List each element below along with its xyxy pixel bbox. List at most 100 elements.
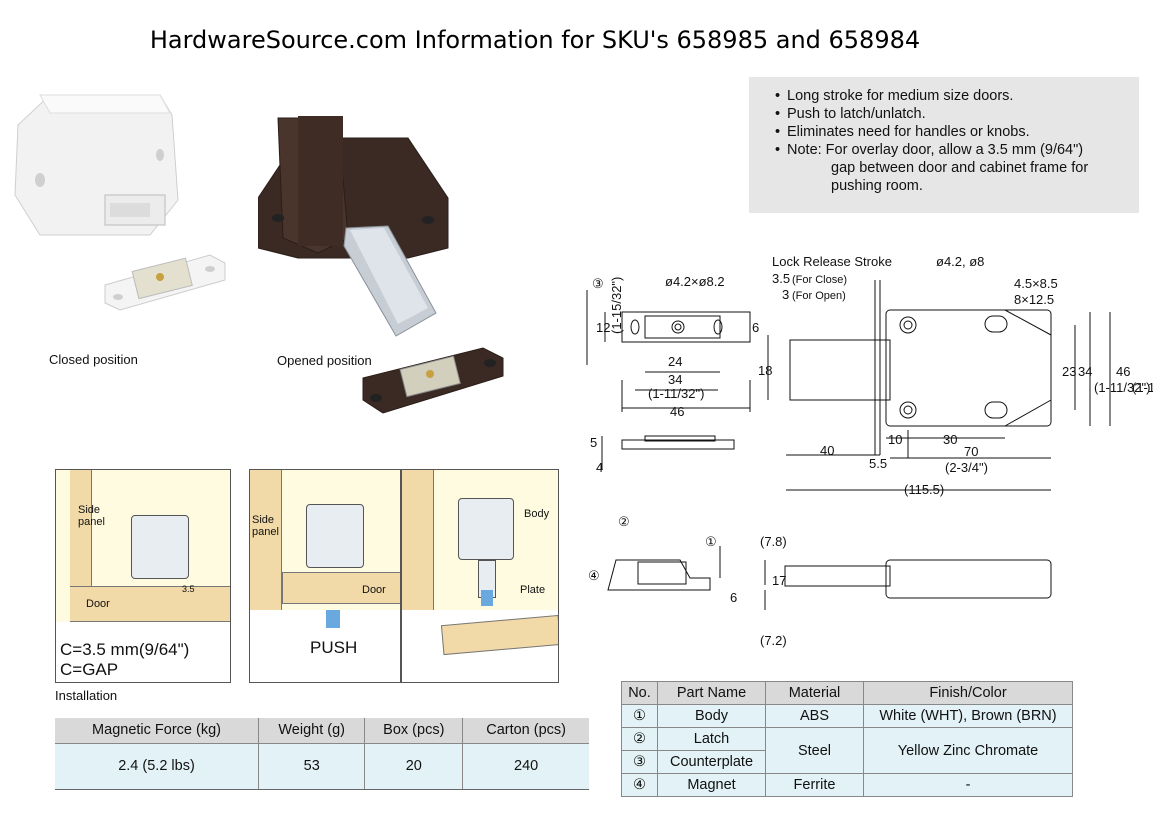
hole-label: ø4.2, ø8: [936, 254, 984, 269]
parts-header: No.: [621, 681, 658, 705]
open-label: (For Open): [792, 290, 846, 302]
dimension-labels: Lock Release Stroke 3.5 (For Close) 3 (F…: [588, 254, 1153, 648]
dim-17: 17: [772, 573, 786, 588]
parts-cell: Magnet: [657, 773, 766, 797]
dimension-drawing: Lock Release Stroke 3.5 (For Close) 3 (F…: [586, 254, 1153, 648]
dim-10: 10: [888, 432, 902, 447]
installation-panel-3: Body Plate: [401, 469, 559, 683]
gap-definition-text: C=GAP: [60, 660, 119, 679]
table-row: ③ Counterplate: [621, 750, 1073, 774]
dim-70: 70: [964, 444, 978, 459]
dim-5: 5: [590, 435, 597, 450]
spec-cell: 240: [462, 743, 589, 790]
push-label: PUSH: [310, 638, 358, 657]
plate-hole-label: ø4.2×ø8.2: [665, 274, 725, 289]
close-label: (For Close): [792, 274, 847, 286]
parts-header: Finish/Color: [863, 681, 1073, 705]
parts-cell: Steel: [765, 727, 864, 774]
opened-position-caption: Opened position: [277, 353, 372, 368]
side-panel-label: Side panel: [78, 504, 105, 528]
table-row: ① Body ABS White (WHT), Brown (BRN): [621, 704, 1073, 728]
parts-header-row: No. Part Name Material Finish/Color: [621, 681, 1073, 705]
dim-24: 24: [668, 354, 682, 369]
dim-7-2: (7.2): [760, 633, 787, 648]
gap-label: 3.5: [182, 584, 195, 594]
dim-46: 46: [670, 404, 684, 419]
spec-cell: 2.4 (5.2 lbs): [55, 743, 260, 790]
parts-cell: Yellow Zinc Chromate: [863, 727, 1073, 774]
dim-115-5: (115.5): [904, 482, 944, 497]
dim-7-8: (7.8): [760, 534, 787, 549]
installation-diagram: Side panel Door 3.5 Side panel Door Body…: [55, 469, 559, 683]
door-label-2: Door: [362, 584, 386, 596]
side-panel-label-2: Side panel: [252, 514, 279, 538]
parts-cell: Latch: [657, 727, 766, 751]
closed-position-caption: Closed position: [49, 352, 138, 367]
dim-5-5: 5.5: [869, 456, 887, 471]
dim-18: 18: [758, 363, 772, 378]
open-value: 3: [782, 287, 789, 302]
dim-1-11-32-right: (1-11/32"): [1094, 380, 1150, 395]
table-row: ④ Magnet Ferrite -: [621, 773, 1073, 797]
parts-cell: Ferrite: [765, 773, 864, 797]
parts-cell: Body: [657, 704, 766, 728]
installation-caption: Installation: [55, 688, 118, 703]
spec-table: Magnetic Force (kg) Weight (g) Box (pcs)…: [55, 718, 589, 790]
callout-1: ①: [705, 534, 717, 549]
table-row: ② Latch Steel Yellow Zinc Chromate: [621, 727, 1073, 774]
page-title: HardwareSource.com Information for SKU's…: [149, 26, 921, 54]
dim-6-side: 6: [730, 590, 737, 605]
dim-23: 23: [1062, 364, 1076, 379]
parts-cell: ②: [621, 727, 658, 751]
dim-46-right: 46: [1116, 364, 1130, 379]
closed-latch-photo: [14, 94, 226, 311]
parts-cell: -: [863, 773, 1073, 797]
parts-cell: Counterplate: [657, 750, 766, 774]
spec-cell: 20: [364, 743, 464, 790]
feature-item: •Note: For overlay door, allow a 3.5 mm …: [775, 142, 1084, 158]
slot-label-1: 4.5×8.5: [1014, 276, 1058, 291]
dim-4: 4: [596, 460, 603, 475]
slot-label-2: 8×12.5: [1014, 292, 1054, 307]
opened-latch-photo: [258, 116, 504, 414]
dim-34-right: 34: [1078, 364, 1092, 379]
parts-cell: ABS: [765, 704, 864, 728]
dim-30: 30: [943, 432, 957, 447]
dim-34: 34: [668, 372, 682, 387]
spec-cell: 53: [258, 743, 366, 790]
body-label: Body: [524, 508, 550, 520]
installation-panel-2: Side panel Door: [249, 469, 401, 683]
spec-header-row: Magnetic Force (kg) Weight (g) Box (pcs)…: [55, 718, 589, 744]
parts-cell: ①: [621, 704, 658, 728]
dim-1-11-32: (1-11/32"): [648, 386, 704, 401]
dim-1-13-16: (1-13/16"): [1132, 380, 1153, 395]
dim-2-3-4: (2-3/4"): [945, 460, 988, 475]
spec-header: Weight (g): [258, 718, 366, 744]
parts-cell: ④: [621, 773, 658, 797]
parts-cell: ③: [621, 750, 658, 774]
spec-header: Carton (pcs): [462, 718, 589, 744]
callout-2: ②: [618, 514, 630, 529]
lock-release-label: Lock Release Stroke: [772, 254, 892, 269]
dim-12: 12: [596, 320, 610, 335]
callout-3: ③: [592, 276, 604, 291]
plate-label: Plate: [520, 584, 546, 596]
dim-40: 40: [820, 443, 834, 458]
dim-1-15-32: (1-15/32"): [609, 277, 624, 334]
feature-note-line: pushing room.: [831, 178, 923, 194]
spec-header: Box (pcs): [364, 718, 464, 744]
callout-4: ④: [588, 568, 600, 583]
close-value: 3.5: [772, 271, 790, 286]
spec-header: Magnetic Force (kg): [55, 718, 260, 744]
dim-6: 6: [752, 320, 759, 335]
installation-panel-1: Side panel Door 3.5: [55, 469, 231, 683]
parts-cell: White (WHT), Brown (BRN): [863, 704, 1073, 728]
feature-note-line: gap between door and cabinet frame for: [831, 160, 1089, 176]
door-label: Door: [86, 598, 110, 610]
features-box: •Long stroke for medium size doors. •Pus…: [749, 77, 1139, 213]
feature-item: •Long stroke for medium size doors.: [775, 88, 1014, 104]
feature-item: •Eliminates need for handles or knobs.: [775, 124, 1030, 140]
feature-item: •Push to latch/unlatch.: [775, 106, 926, 122]
parts-table: No. Part Name Material Finish/Color ① Bo…: [621, 681, 1073, 797]
parts-header: Material: [765, 681, 864, 705]
